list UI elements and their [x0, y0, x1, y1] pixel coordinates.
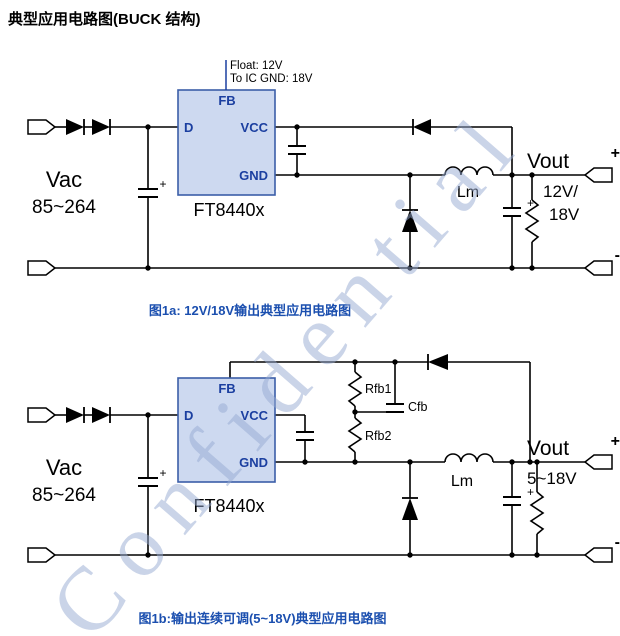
feedback-diode-icon [427, 354, 448, 370]
junction-dots [145, 359, 540, 558]
circuit-1b: + FB D VCC GND FT8440x Rfb1 Rfb2 Cfb [27, 354, 620, 563]
figure-1b-caption: 图1b:输出连续可调(5~18V)典型应用电路图 [138, 611, 387, 626]
ic-name-label: FT8440x [193, 496, 264, 516]
terminal-plus-sign: + [611, 433, 620, 450]
output-capacitor-icon [503, 207, 521, 217]
vout-value-line2: 18V [549, 205, 580, 224]
rectifier-diode-2-icon [92, 407, 111, 423]
rectifier-diode-1-icon [66, 407, 85, 423]
figure-1a-caption: 图1a: 12V/18V输出典型应用电路图 [148, 303, 352, 318]
ac-input-terminal-bottom [27, 260, 57, 276]
page-title: 典型应用电路图(BUCK 结构) [8, 11, 201, 28]
vac-label: Vac [46, 455, 82, 480]
vout-plus-terminal [583, 167, 613, 183]
ac-input-terminal-top [27, 119, 57, 135]
pin-vcc-label: VCC [241, 408, 269, 423]
vout-value-line1: 12V/ [543, 182, 578, 201]
terminal-minus-sign: - [615, 534, 620, 551]
vac-label: Vac [46, 167, 82, 192]
fb-gnd-annotation: To IC GND: 18V [230, 73, 313, 85]
rectifier-diode-2-icon [92, 119, 111, 135]
vout-minus-terminal [583, 260, 613, 276]
terminal-plus-sign: + [611, 145, 620, 162]
circuit-1a: + FB D VCC GND FT8440x Float: 12V To IC … [27, 60, 620, 276]
load-resistor-icon [524, 199, 540, 243]
pin-gnd-label: GND [239, 455, 268, 470]
inductor-icon [444, 453, 494, 463]
output-cap-plus-label: + [527, 485, 534, 499]
pin-vcc-label: VCC [241, 120, 269, 135]
rfb1-label: Rfb1 [365, 382, 391, 396]
pin-fb-label: FB [218, 93, 235, 108]
cfb-label: Cfb [408, 400, 428, 414]
fb-float-annotation: Float: 12V [230, 60, 283, 72]
ac-input-terminal-bottom [27, 547, 57, 563]
vout-minus-terminal [583, 547, 613, 563]
ic-block: FB D VCC GND [177, 377, 276, 483]
ic-name-label: FT8440x [193, 200, 264, 220]
pin-d-label: D [184, 120, 193, 135]
load-resistor-icon [529, 491, 545, 535]
circuit-1b-wires [55, 361, 585, 556]
vcc-capacitor-icon [288, 145, 306, 155]
inductor-label: Lm [451, 473, 473, 490]
vout-label: Vout [527, 150, 569, 173]
ac-input-terminal-top [27, 407, 57, 423]
inductor-label: Lm [457, 184, 479, 201]
input-capacitor-icon [138, 188, 158, 198]
rectifier-diode-1-icon [66, 119, 85, 135]
cfb-capacitor-icon [386, 403, 404, 413]
vcc-capacitor-icon [296, 431, 314, 441]
ic-block: FB D VCC GND [177, 89, 276, 196]
input-cap-plus-label: + [159, 466, 166, 480]
freewheel-diode-icon [402, 497, 418, 520]
rfb1-resistor-icon [347, 371, 363, 407]
output-capacitor-icon [503, 496, 521, 506]
terminal-minus-sign: - [615, 247, 620, 264]
vout-label: Vout [527, 437, 569, 460]
input-cap-plus-label: + [159, 177, 166, 191]
output-cap-plus-label: + [527, 196, 534, 210]
freewheel-diode-icon [402, 209, 418, 232]
pin-fb-label: FB [218, 381, 235, 396]
vout-value-label: 5~18V [527, 469, 577, 488]
pin-gnd-label: GND [239, 168, 268, 183]
vac-range-label: 85~264 [32, 485, 96, 506]
vout-plus-terminal [583, 454, 613, 470]
vcc-diode-icon [412, 119, 431, 135]
rfb2-resistor-icon [347, 417, 363, 453]
input-capacitor-icon [138, 477, 158, 487]
rfb2-label: Rfb2 [365, 429, 391, 443]
vac-range-label: 85~264 [32, 197, 96, 218]
junction-dots [145, 124, 535, 271]
inductor-icon [444, 166, 494, 176]
pin-d-label: D [184, 408, 193, 423]
circuit-1a-wires [55, 126, 585, 269]
